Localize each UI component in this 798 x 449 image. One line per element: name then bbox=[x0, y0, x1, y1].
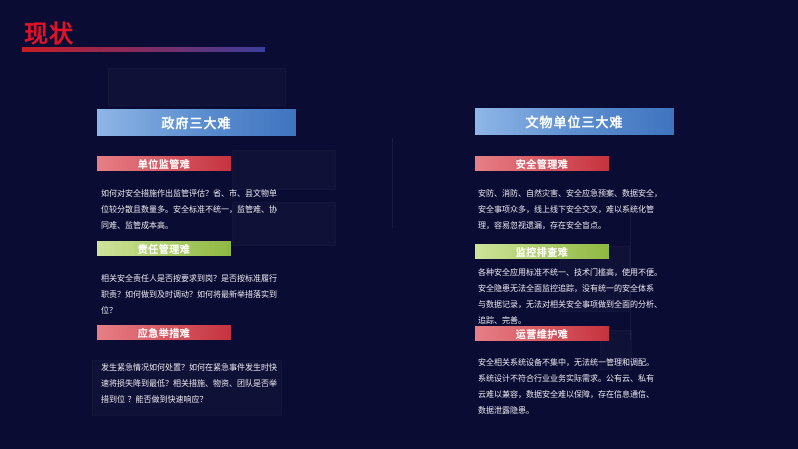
left-section-1-text: 如何对安全措施作出监管评估？省、市、县文物单 位较分散且数量多。安全标准不统一，… bbox=[101, 189, 277, 230]
page-title: 现状 bbox=[24, 20, 74, 48]
right-section-3-text: 安全相关系统设备不集中，无法统一管理和调配。 系统设计不符合行业业务实际需求。公… bbox=[478, 358, 654, 415]
right-section-1-tag: 安全管理难 bbox=[475, 156, 609, 171]
right-column-header: 文物单位三大难 bbox=[475, 108, 674, 135]
right-section-3-tag: 运营维护难 bbox=[475, 326, 609, 341]
title-underline-bar bbox=[22, 47, 265, 52]
right-section-1-text: 安防、消防、自然灾害、安全应急预案、数据安全， 安全事项众多，线上线下安全交叉，… bbox=[478, 189, 662, 230]
bg-panel-decoration bbox=[232, 150, 336, 190]
left-column-header: 政府三大难 bbox=[97, 109, 296, 136]
bg-divider-line bbox=[392, 138, 393, 228]
left-section-2-tag: 责任管理难 bbox=[97, 241, 231, 256]
left-section-2-text: 相关安全责任人是否按要求到岗？是否按标准履行 职责？如何做到及时调动？如何将最新… bbox=[101, 274, 277, 315]
bg-divider-line bbox=[630, 190, 631, 340]
right-section-2-tag: 监控排查难 bbox=[475, 244, 609, 259]
left-section-1-tag: 单位监管难 bbox=[97, 156, 231, 171]
bg-panel-decoration bbox=[108, 68, 286, 106]
right-section-2-text: 各种安全应用标准不统一、技术门槛高，使用不便。 安全隐患无法全面监控追踪，没有统… bbox=[478, 268, 662, 325]
left-section-3-tag: 应急举措难 bbox=[97, 325, 231, 340]
left-section-3-text: 发生紧急情况如何处置？如何在紧急事件发生时快 速将损失降到最低？相关措施、物资、… bbox=[101, 363, 277, 404]
